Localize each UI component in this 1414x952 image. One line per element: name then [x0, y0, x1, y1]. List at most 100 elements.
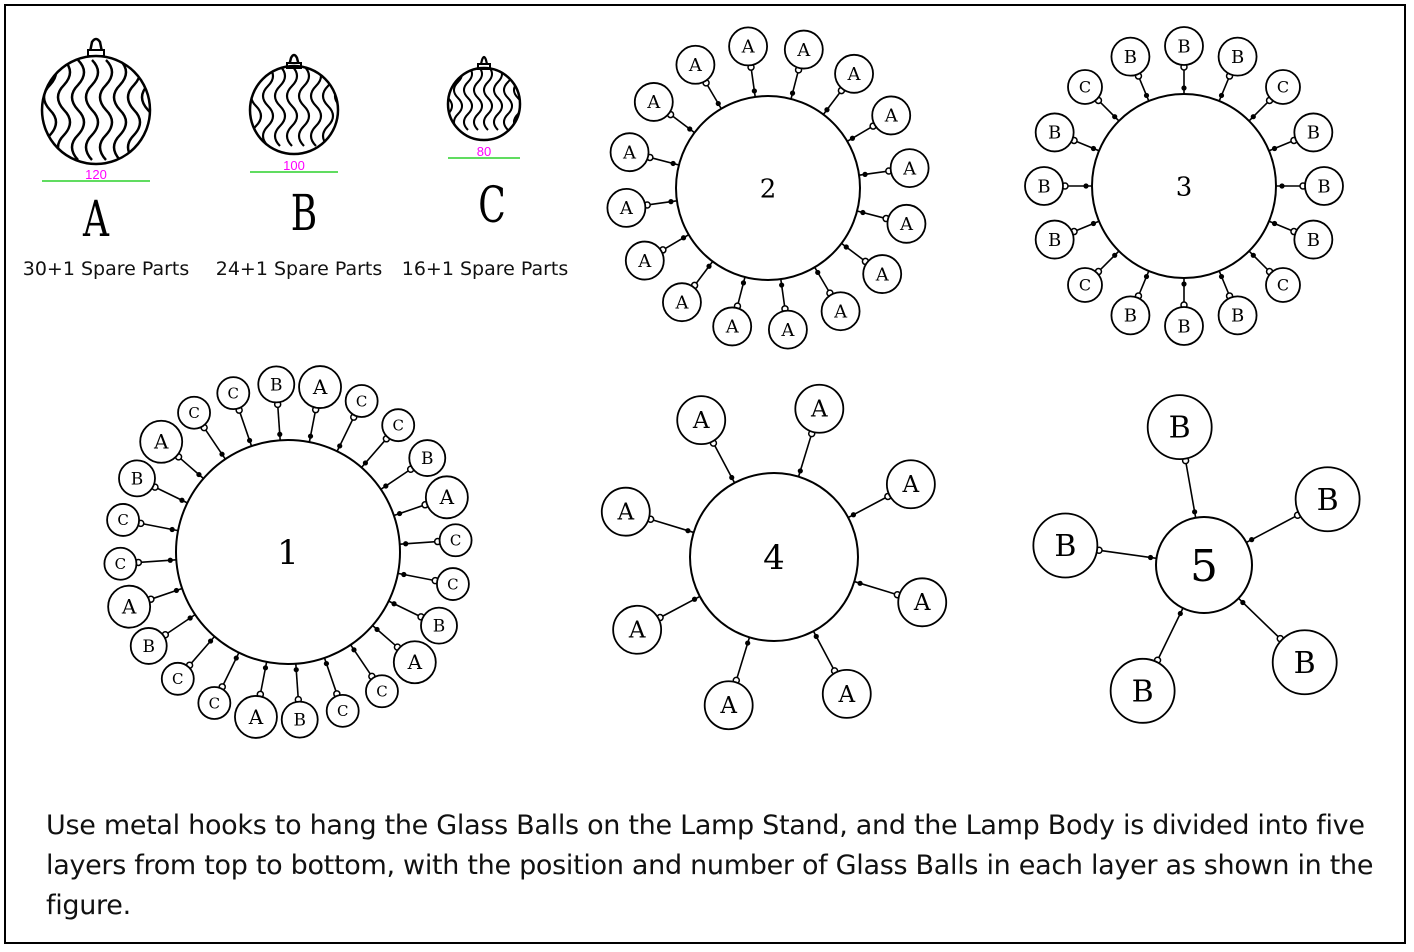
glass-ball-b: B [1032, 512, 1099, 579]
hook-wire [147, 587, 183, 603]
ball-letter: A [884, 106, 899, 127]
hook-wire [1248, 250, 1274, 276]
ball-letter: A [833, 301, 848, 322]
lamp-stand-ring [175, 439, 401, 665]
glass-ball-b: B [280, 700, 319, 739]
ball-letter: B [1317, 483, 1339, 518]
ball-letter: A [875, 264, 890, 285]
hook-wire [1095, 546, 1157, 561]
hook-wire [1248, 96, 1274, 122]
glass-ball-b: B [257, 365, 296, 404]
glass-ball-c-icon [446, 55, 522, 142]
ball-letter: B [1294, 646, 1316, 681]
glass-ball-b: B [1304, 166, 1344, 206]
layer-number-label: 5 [1190, 541, 1218, 592]
hook-wire [174, 453, 204, 480]
glass-ball-c: C [106, 503, 140, 537]
glass-ball-a: A [820, 291, 861, 332]
glass-ball-b: B [1146, 394, 1213, 461]
ball-letter: A [248, 705, 264, 729]
ball-letter: A [616, 500, 634, 526]
hook-wire [1276, 182, 1307, 190]
glass-ball-b: B [1034, 219, 1075, 260]
glass-ball-c: C [365, 674, 399, 709]
ball-letter: C [117, 511, 128, 529]
hook-wire [858, 167, 893, 177]
glass-ball-a: A [675, 44, 716, 85]
hook-wire [185, 636, 216, 669]
ball-letter: A [902, 158, 917, 179]
ball-letter: A [692, 408, 710, 434]
dimension-a-label: 120 [85, 167, 107, 182]
ball-letter: B [1177, 316, 1190, 337]
hook-wire [1094, 96, 1120, 122]
ball-letter: B [1231, 306, 1244, 327]
layer-number-label: 3 [1176, 172, 1193, 202]
glass-ball-a: A [728, 26, 768, 67]
hook-wire [646, 153, 680, 167]
glass-ball-a: A [624, 240, 665, 281]
hook-wire [218, 652, 240, 691]
glass-ball-a: A [783, 29, 824, 70]
glass-ball-c: C [1265, 267, 1301, 303]
hook-wire [323, 657, 341, 698]
hook-wire [1061, 182, 1092, 190]
glass-ball-c: C [344, 384, 379, 418]
dimension-c-label: 80 [477, 144, 491, 159]
glass-ball-b: B [1217, 295, 1258, 336]
hook-wire [161, 613, 196, 639]
hook-wire [854, 580, 902, 599]
hook-wire [372, 624, 402, 651]
glass-ball-c: C [436, 567, 470, 601]
lamp-stand-ring [1091, 93, 1277, 279]
ball-letter: C [376, 683, 387, 701]
glass-ball-b: B [408, 439, 447, 477]
hook-wire [656, 595, 701, 622]
ball-letter: C [1079, 78, 1091, 97]
glass-ball-a: A [834, 53, 874, 94]
glass-ball-a: A [392, 640, 437, 685]
hook-wire [659, 234, 690, 254]
hook-wire [1180, 278, 1188, 309]
ball-letter: A [646, 92, 661, 113]
hook-wire [1181, 456, 1198, 518]
hook-wire [273, 400, 283, 441]
ball-letter: B [1307, 123, 1320, 144]
hook-wire [388, 600, 425, 621]
layer-number-label: 4 [763, 538, 785, 578]
hook-wire [702, 79, 722, 110]
glass-ball-a: A [821, 668, 872, 719]
hook-wire [747, 63, 757, 98]
ball-letter: B [142, 637, 155, 657]
hook-wire [1218, 72, 1234, 102]
ball-letter: A [407, 650, 423, 674]
glass-ball-b: B [129, 627, 168, 665]
glass-ball-a: A [612, 604, 663, 655]
glass-ball-b: B [1164, 306, 1204, 346]
glass-ball-a-icon [40, 37, 152, 166]
ball-letter: C [392, 416, 403, 434]
hook-wire [1134, 270, 1150, 300]
ball-a-letter: A [82, 191, 109, 248]
ball-letter: A [796, 40, 811, 61]
glass-ball-c: C [438, 523, 473, 558]
hook-wire [1218, 270, 1234, 300]
hook-wire [360, 435, 391, 468]
glass-ball-a: A [633, 82, 674, 122]
lamp-stand-ring [675, 95, 861, 281]
glass-ball-a: A [600, 486, 651, 537]
ball-letter: B [1054, 529, 1076, 564]
glass-ball-b: B [1217, 36, 1258, 77]
glass-ball-a: A [107, 584, 152, 629]
dimension-b-label: 100 [283, 158, 305, 173]
glass-ball-a: A [862, 254, 903, 294]
hook-wire [846, 122, 877, 142]
glass-ball-b: B [1034, 112, 1075, 153]
ball-letter: C [228, 384, 239, 402]
glass-ball-a: A [794, 383, 845, 434]
glass-ball-c: C [1067, 267, 1103, 303]
